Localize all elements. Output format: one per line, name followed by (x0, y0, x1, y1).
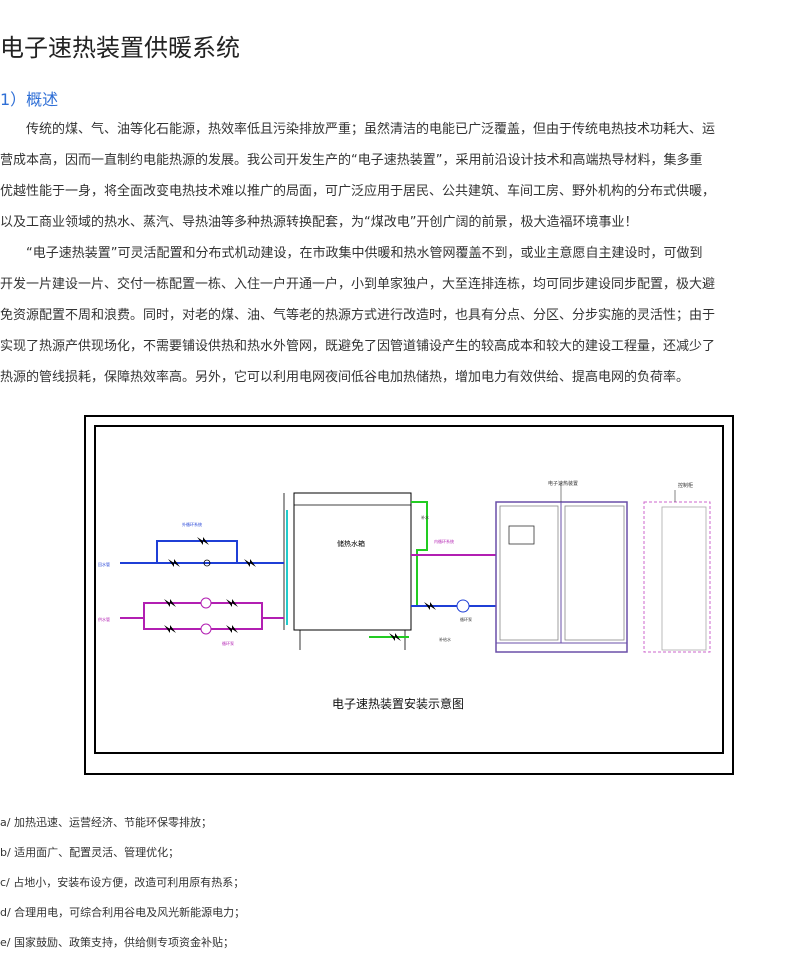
device-label: 电子速热装置 (548, 480, 578, 487)
pump-line: 循环泵 (411, 599, 496, 622)
installation-diagram: 储热水箱 回水管 外循环系统 供水管 循环泵 补水 补给水 内循环 (84, 415, 734, 775)
paragraph-line: 以及工商业领域的热水、蒸汽、导热油等多种热源转换配套，为“煤改电”开创广阔的前景… (0, 215, 638, 230)
feature-list: a/ 加热迅速、运营经济、节能环保零排放； b/ 适用面广、配置灵活、管理优化；… (0, 808, 811, 958)
pump-label: 循环泵 (460, 616, 472, 622)
diagram-caption: 电子速热装置安装示意图 (332, 696, 464, 711)
paragraph-line: 营成本高，因而一直制约电能热源的发展。我公司开发生产的“电子速热装置”，采用前沿… (0, 153, 703, 168)
return-pipe-label: 回水管 (98, 561, 110, 567)
section-heading: 1）概述 (0, 90, 59, 109)
paragraph-line: 实现了热源产供现场化，不需要铺设供热和热水外管网，既避免了因管道铺设产生的较高成… (0, 339, 716, 354)
feature-item: c/ 占地小，安装布设方便，改造可利用原有热系； (0, 876, 245, 889)
supply-pipe: 供水管 循环泵 (98, 597, 284, 646)
fill-label: 补给水 (439, 636, 451, 642)
fast-heat-device: 电子速热装置 (495, 480, 628, 653)
supply-pipe-label: 供水管 (98, 616, 110, 622)
paragraph-line: 传统的煤、气、油等化石能源，热效率低且污染排放严重；虽然清洁的电能已广泛覆盖，但… (0, 122, 716, 137)
feature-item: a/ 加热迅速、运营经济、节能环保零排放； (0, 816, 212, 829)
feature-item: d/ 合理用电，可综合利用谷电及风光新能源电力； (0, 906, 246, 919)
paragraph-line: 开发一片建设一片、交付一栋配置一栋、入住一户开通一户，小到单家独户，大至连排连栋… (0, 277, 716, 292)
outdoor-loop-label: 外循环系统 (182, 521, 202, 527)
return-pipe: 回水管 外循环系统 (98, 521, 284, 567)
cabinet-label: 控制柜 (678, 482, 693, 489)
paragraph-line: 优越性能于一身，将全面改变电热技术难以推广的局面，可广泛应用于居民、公共建筑、车… (0, 184, 716, 199)
feature-item: e/ 国家鼓励、政策支持，供给侧专项资金补贴； (0, 936, 234, 949)
tank-label: 储热水箱 (337, 539, 365, 548)
feature-item: b/ 适用面广、配置灵活、管理优化； (0, 846, 180, 859)
circulation-label: 循环泵 (222, 640, 234, 646)
makeup-label: 补水 (421, 514, 429, 520)
paragraph-line: 热源的管线损耗，保障热效率高。另外，它可以利用电网夜间低谷电加热储热，增加电力有… (0, 370, 690, 385)
inner-loop-label: 内循环系统 (434, 538, 454, 544)
paragraph-deployment: “电子速热装置”可灵活配置和分布式机动建设，在市政集中供暖和热水管网覆盖不到，或… (0, 238, 811, 393)
storage-tank: 储热水箱 (283, 492, 412, 650)
makeup-pipe: 补水 补给水 (369, 501, 451, 642)
page-title: 电子速热装置供暖系统 (0, 34, 240, 62)
paragraph-line: 免资源配置不周和浪费。同时，对老的煤、油、气等老的热源方式进行改造时，也具有分点… (0, 308, 716, 323)
paragraph-line: “电子速热装置”可灵活配置和分布式机动建设，在市政集中供暖和热水管网覆盖不到，或… (0, 246, 703, 261)
paragraph-overview: 传统的煤、气、油等化石能源，热效率低且污染排放严重；虽然清洁的电能已广泛覆盖，但… (0, 114, 811, 238)
control-cabinet: 控制柜 (643, 482, 711, 653)
